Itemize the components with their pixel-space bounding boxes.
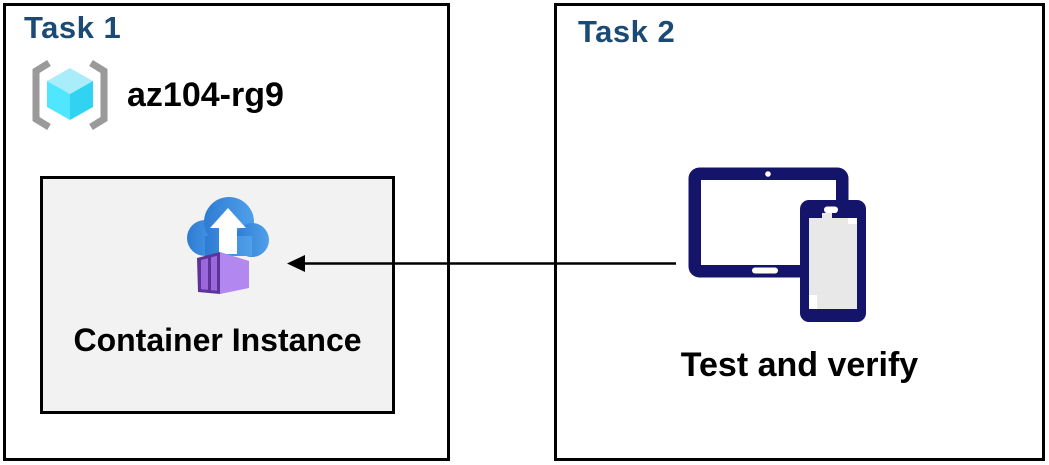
task2-title: Task 2: [578, 14, 676, 49]
container-instance-label: Container Instance: [73, 322, 362, 358]
resource-group-icon: [32, 60, 108, 130]
device-label: Test and verify: [680, 346, 919, 384]
left-bracket-shape: [32, 60, 51, 130]
devices-icon: [688, 167, 866, 322]
resource-group: az104-rg9: [28, 58, 284, 132]
right-bracket-shape: [89, 60, 108, 130]
phone-speaker: [824, 206, 838, 213]
phone-screen: [809, 218, 857, 309]
container-cube-shape: [197, 252, 249, 294]
resource-group-name: az104-rg9: [127, 75, 284, 114]
container-instance-box: Container Instance: [40, 176, 395, 414]
tablet-camera-dot: [765, 171, 771, 177]
phone-icon: [800, 200, 866, 322]
task2-panel: Task 2 Test and verify: [554, 3, 1045, 461]
task1-panel: Task 1 az104-rg9: [3, 3, 450, 461]
task1-title: Task 1: [24, 10, 122, 45]
tablet-home-bar: [752, 267, 778, 274]
upload-arrow-icon: [210, 208, 246, 254]
container-instance-icon: [187, 197, 269, 294]
